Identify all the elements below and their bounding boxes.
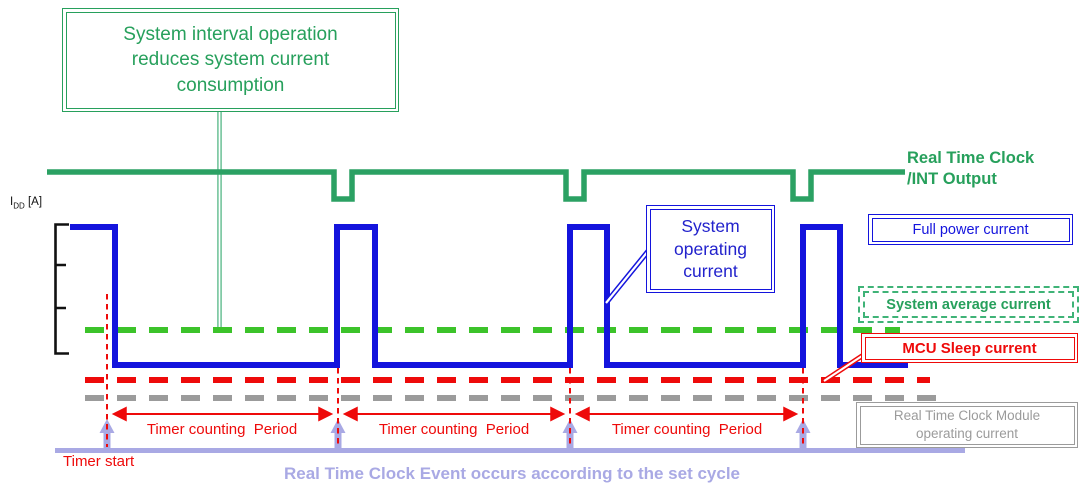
callout-line: System interval operation: [123, 24, 338, 46]
callout-line: current: [683, 261, 738, 282]
interval-operation-callout-text: System interval operation reduces system…: [65, 11, 396, 109]
legend-mcu-sleep-current: MCU Sleep current: [861, 333, 1078, 363]
callout-line: System: [681, 215, 740, 236]
system-operating-current-callout: System operating current: [646, 205, 775, 293]
legend-system-average-label: System average current: [863, 291, 1074, 318]
callout-line: consumption: [176, 74, 285, 96]
rtc-event-caption: Real Time Clock Event occurs according t…: [283, 464, 741, 483]
timer-period-label-1: Timer counting Period: [146, 421, 298, 438]
y-axis-unit: [A]: [27, 196, 43, 208]
rtc-int-output-label: Real Time Clock /INT Output: [907, 148, 1034, 189]
y-axis-subscript: DD: [13, 201, 25, 211]
rtc-int-output-line: [47, 169, 905, 202]
timer-start-label: Timer start: [63, 453, 135, 470]
sleep-legend-leader: [822, 349, 870, 384]
y-axis-bracket: [54, 223, 69, 355]
legend-line: operating current: [915, 426, 1019, 441]
legend-line: Real Time Clock Module: [893, 408, 1041, 424]
interval-operation-callout: System interval operation reduces system…: [62, 8, 399, 112]
operating-callout-leader: [603, 248, 652, 305]
rtc-label-line: Real Time Clock: [907, 149, 1035, 167]
callout-line: reduces system current: [131, 49, 330, 71]
legend-rtc-module-current: Real Time Clock Module operating current: [856, 402, 1078, 448]
system-operating-current-callout-text: System operating current: [649, 208, 772, 290]
legend-rtc-module-label: Real Time Clock Module operating current: [859, 405, 1075, 445]
timer-period-label-2: Timer counting Period: [378, 421, 530, 438]
legend-full-power-label: Full power current: [871, 217, 1070, 242]
y-axis-label: IDD [A]: [10, 196, 42, 210]
callout-line: operating: [674, 238, 747, 259]
system-current-waveform: [70, 224, 908, 368]
legend-full-power-current: Full power current: [868, 214, 1073, 245]
y-axis-symbol: I: [10, 196, 14, 208]
timer-period-label-3: Timer counting Period: [611, 421, 763, 438]
legend-mcu-sleep-label: MCU Sleep current: [864, 336, 1075, 360]
rtc-label-line: /INT Output: [907, 169, 997, 188]
period-marker-lines: [106, 294, 804, 447]
legend-system-average-current: System average current: [858, 286, 1079, 323]
